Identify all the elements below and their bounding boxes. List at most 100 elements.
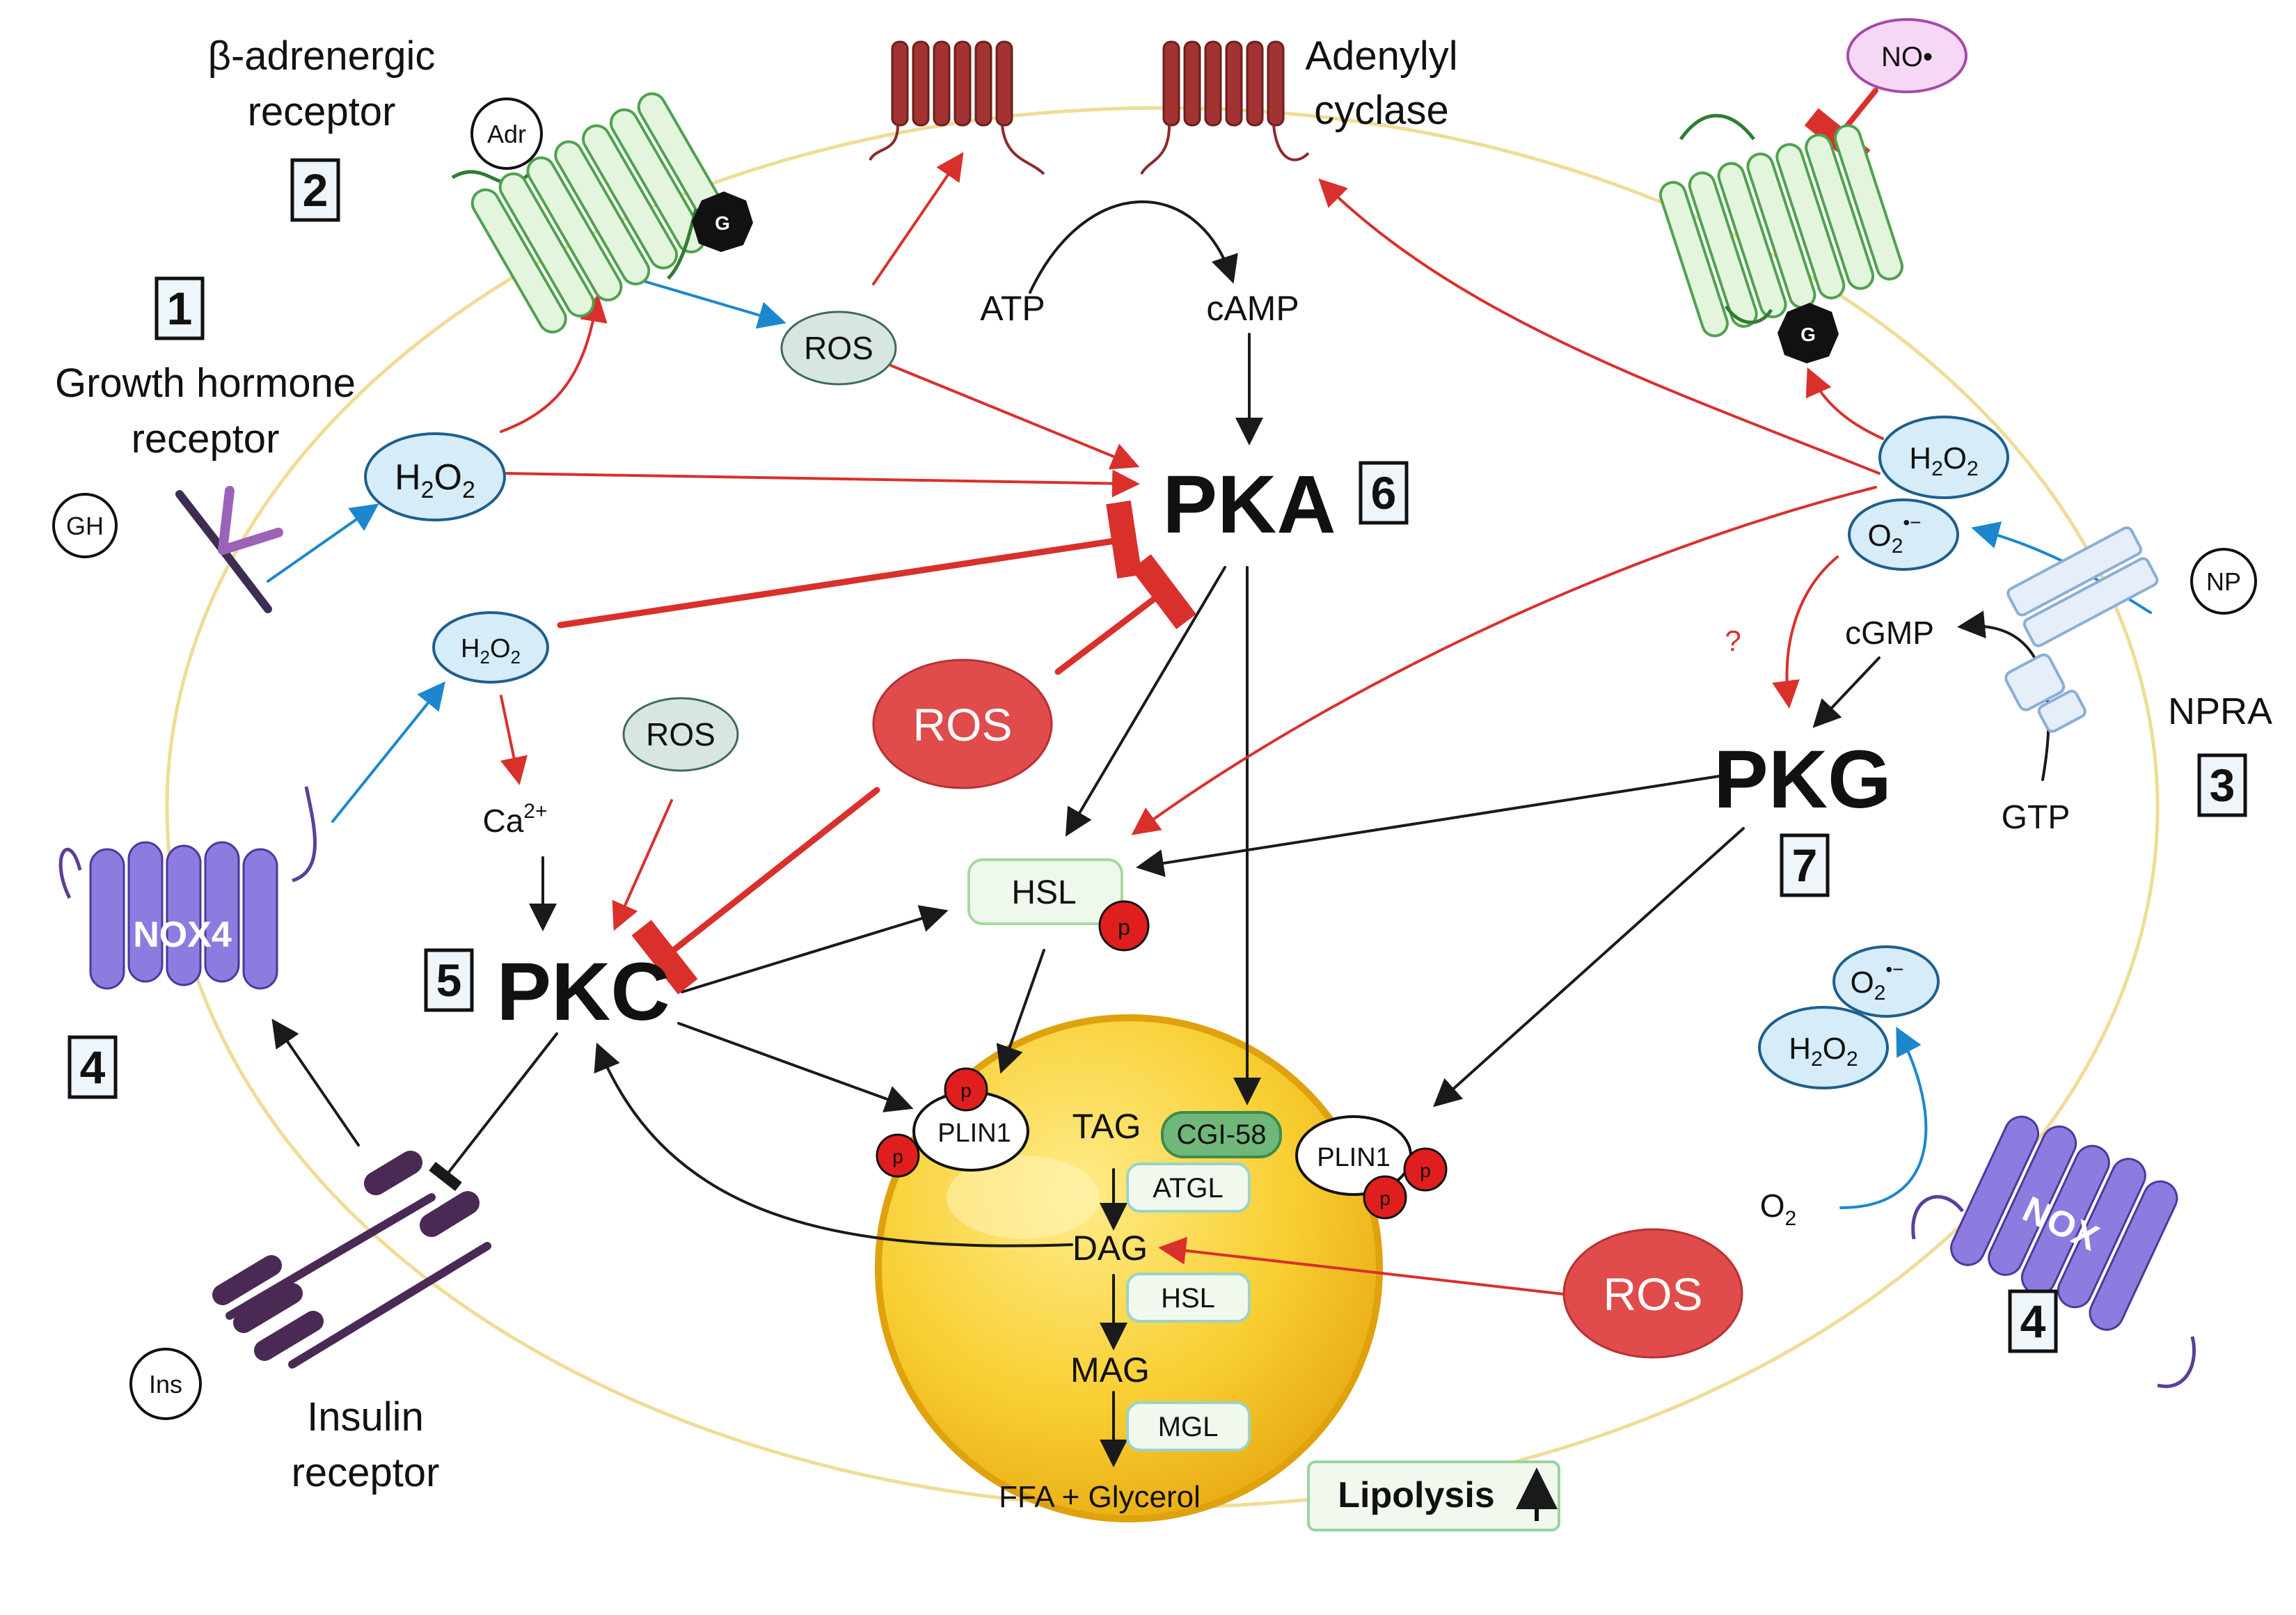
arrow-insulin-nox4 xyxy=(271,1018,360,1147)
number-box-3: 3 xyxy=(2197,753,2247,817)
ins-ligand: Ins xyxy=(129,1348,202,1420)
number-box-2: 2 xyxy=(290,158,340,222)
g-protein-right: G xyxy=(1778,303,1839,363)
adenylyl-caption-1: Adenylyl xyxy=(1305,33,1457,79)
pkg-label: PKG xyxy=(1713,734,1892,826)
svg-text:O2: O2 xyxy=(1760,1188,1796,1230)
beta-receptor-caption-1: β-adrenergic xyxy=(208,33,436,79)
arrow-cgmp-pkg xyxy=(1812,656,1881,728)
superoxide-sup: •− xyxy=(1885,959,1903,980)
ros-right-label: ROS xyxy=(1603,1268,1702,1320)
inhibit-pkc-insulin xyxy=(429,1032,558,1192)
h2o2-h: H xyxy=(1909,441,1931,475)
ros-left-label: ROS xyxy=(646,716,715,753)
no-label: NO• xyxy=(1881,42,1933,72)
arrow-h2o2-hsl xyxy=(1131,486,1877,835)
h2o2-sub-2: 2 xyxy=(462,477,475,503)
nox4-label: NOX4 xyxy=(133,915,232,955)
adenylyl-caption-2: cyclase xyxy=(1314,88,1448,133)
superoxide-o: O xyxy=(1867,519,1891,553)
h2o2-node-gh: H2O2 xyxy=(364,432,506,521)
svg-text:O2•−: O2•− xyxy=(1850,959,1903,1005)
plin1-right-label: PLIN1 xyxy=(1317,1143,1391,1172)
h2o2-node-nox4: H2O2 xyxy=(432,611,549,684)
h2o2-sub: 2 xyxy=(1811,1048,1823,1071)
pka-label: PKA xyxy=(1162,459,1336,551)
np-ligand: NP xyxy=(2190,548,2257,615)
phospho-plin1-right-a xyxy=(1403,1147,1448,1192)
ros-center-label: ROS xyxy=(912,699,1012,750)
mgl-label: MGL xyxy=(1158,1412,1219,1442)
hsl-cytosolic: HSL p xyxy=(967,858,1150,952)
inhibit-ros-pka xyxy=(1054,554,1196,675)
phospho-plin1-left-b-label: p xyxy=(892,1146,903,1167)
phospho-plin1-left-b xyxy=(876,1133,920,1178)
lipolysis-label: Lipolysis xyxy=(1338,1475,1494,1515)
atgl-label: ATGL xyxy=(1153,1173,1224,1204)
h2o2-o: O xyxy=(1823,1032,1846,1066)
arrow-ros-dag xyxy=(1158,1236,1571,1296)
arrow-ros-adenylyl xyxy=(872,152,964,285)
number-7: 7 xyxy=(1792,840,1818,891)
plin1-left-label: PLIN1 xyxy=(937,1119,1011,1148)
ca-label: Ca xyxy=(482,803,523,839)
number-4-left: 4 xyxy=(80,1041,106,1093)
cgi58-label: CGI-58 xyxy=(1177,1119,1267,1150)
number-box-4-right: 4 xyxy=(2008,1289,2058,1353)
h2o2-sub: 2 xyxy=(421,477,434,503)
arrow-pkc-hsl xyxy=(681,905,949,993)
arrow-pka-hsl xyxy=(1065,566,1226,837)
h2o2-sub-2: 2 xyxy=(511,647,521,668)
hsl-droplet-box: HSL xyxy=(1126,1273,1251,1323)
npra-receptor xyxy=(2004,526,2159,733)
inhibit-h2o2-pka xyxy=(557,500,1142,629)
beta-receptor-caption-2: receptor xyxy=(248,89,396,134)
number-box-5: 5 xyxy=(424,948,474,1012)
arrow-h2o2-pka xyxy=(505,469,1140,498)
npra-caption: NPRA xyxy=(2168,691,2272,732)
no-radical: NO• xyxy=(1846,18,1968,93)
np-label: NP xyxy=(2206,567,2241,596)
g-protein-beta: G xyxy=(692,191,753,252)
inhibit-ros-pkc xyxy=(631,787,880,995)
camp-label: cAMP xyxy=(1206,289,1299,328)
mgl-box: MGL xyxy=(1126,1401,1251,1451)
superoxide-node-npra: O2•− xyxy=(1848,498,1959,571)
number-2: 2 xyxy=(303,164,328,216)
gh-receptor-caption-1: Growth hormone xyxy=(55,361,356,406)
superoxide-sub: 2 xyxy=(1874,982,1886,1005)
ins-label: Ins xyxy=(149,1370,182,1399)
cgmp-label: cGMP xyxy=(1845,615,1934,651)
cgi58-box: CGI-58 xyxy=(1161,1111,1282,1158)
insulin-caption-2: receptor xyxy=(292,1450,440,1495)
adr-ligand: Adr xyxy=(470,97,543,170)
h2o2-sub-2: 2 xyxy=(1967,457,1979,480)
h2o2-h: H xyxy=(1789,1032,1811,1066)
h2o2-o: O xyxy=(1943,441,1967,475)
svg-text:H2O2: H2O2 xyxy=(395,457,475,503)
arrow-h2o2-adenylyl xyxy=(1318,178,1881,475)
adenylyl-cyclase-right xyxy=(1140,40,1310,175)
h2o2-node-npra: H2O2 xyxy=(1878,416,2009,499)
number-5: 5 xyxy=(436,954,462,1006)
number-3: 3 xyxy=(2210,759,2235,811)
h2o2-o: O xyxy=(434,457,462,498)
ros-node-top: ROS xyxy=(780,310,897,386)
ros-node-center: ROS xyxy=(872,659,1053,789)
h2o2-o: O xyxy=(490,634,511,663)
droplet-highlight xyxy=(947,1156,1100,1239)
h2o2-sub: 2 xyxy=(1931,457,1943,480)
number-box-6: 6 xyxy=(1359,461,1409,525)
arrow-atp-camp xyxy=(1029,200,1238,294)
dag-label: DAG xyxy=(1072,1229,1148,1268)
arrow-gh-h2o2 xyxy=(267,503,379,583)
h2o2-h: H xyxy=(461,634,480,663)
g-protein-right-label: G xyxy=(1800,324,1816,345)
svg-text:H2O2: H2O2 xyxy=(461,634,521,668)
number-box-4-left: 4 xyxy=(68,1035,118,1099)
arrow-dag-pkc xyxy=(594,1042,1073,1247)
superoxide-sub: 2 xyxy=(1892,535,1903,558)
h2o2-node-nox: H2O2 xyxy=(1758,1006,1889,1089)
ffa-glycerol-label: FFA + Glycerol xyxy=(999,1480,1201,1514)
